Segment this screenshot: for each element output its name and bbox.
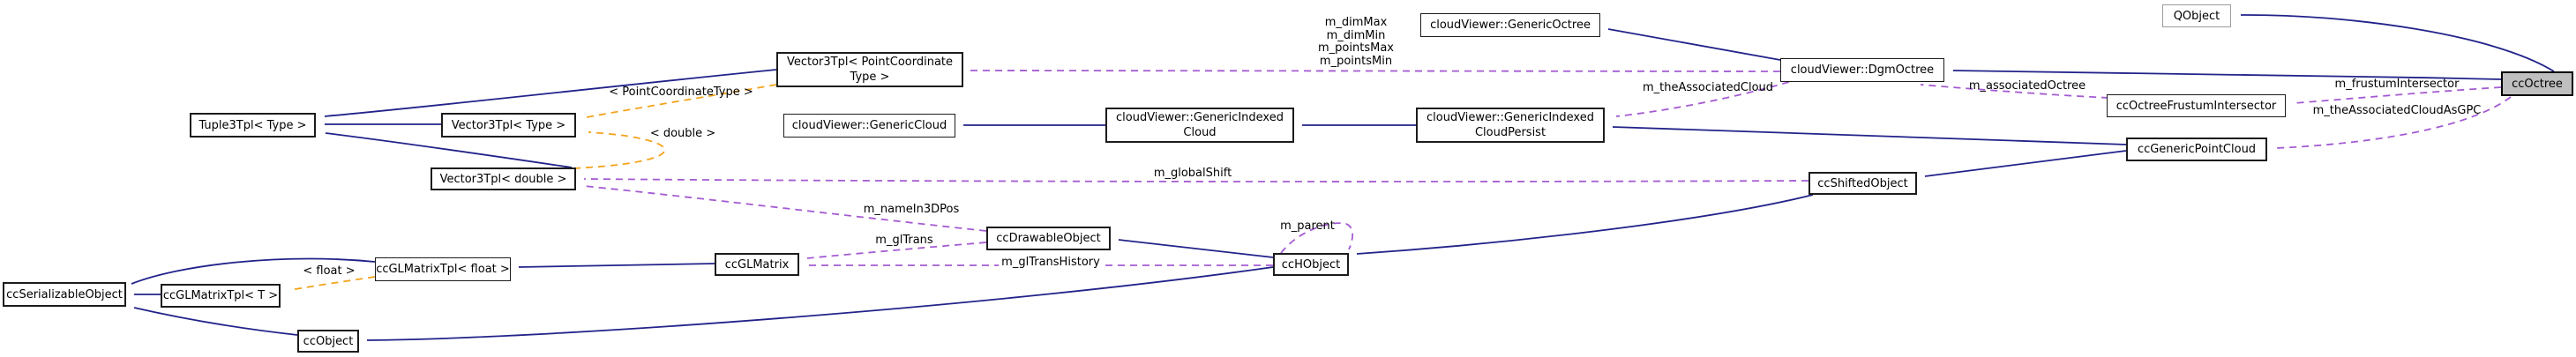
edge-inherit-shifted-hobject: [1356, 194, 1814, 255]
class-node-shifted-object[interactable]: ccShiftedObject: [1808, 172, 1917, 195]
edge-usage-ccoctree-frustum: [2294, 86, 2502, 104]
edge-inherit-hobject-drawable: [1118, 239, 1274, 258]
edge-label-gl-trans: m_glTrans: [875, 234, 933, 247]
class-node-glmatrix[interactable]: ccGLMatrix: [715, 253, 799, 276]
class-node-glmatrixtpl-float[interactable]: ccGLMatrixTpl< float >: [375, 257, 511, 281]
class-node-dgm-octree[interactable]: cloudViewer::DgmOctree: [1780, 58, 1944, 82]
edge-label-frustum-intersector: m_frustumIntersector: [2334, 78, 2460, 91]
edge-label-pct-instance: < PointCoordinateType >: [609, 86, 753, 99]
class-node-vector3tpl-double[interactable]: Vector3Tpl< double >: [431, 167, 576, 190]
edge-usage-dgmoctree-gicloudpersist: [1615, 81, 1790, 117]
edge-usage-shifted-v3double: [583, 178, 1809, 182]
class-node-vector3tpl-type[interactable]: Vector3Tpl< Type >: [441, 113, 576, 138]
class-node-qobject[interactable]: QObject: [2162, 4, 2231, 27]
class-node-ccoctree[interactable]: ccOctree: [2501, 71, 2573, 96]
class-node-drawable-object[interactable]: ccDrawableObject: [986, 227, 1111, 250]
edge-inherit-glmatrixfloat-serializable: [131, 257, 376, 285]
edge-label-the-associated-cloud: m_theAssociatedCloud: [1642, 81, 1774, 94]
class-node-glmatrixtpl-t[interactable]: ccGLMatrixTpl< T >: [161, 284, 281, 308]
edge-label-double-instance: < double >: [649, 127, 716, 140]
edge-label-global-shift: m_globalShift: [1153, 167, 1232, 180]
class-node-tuple3tpl[interactable]: Tuple3Tpl< Type >: [190, 113, 316, 138]
edge-inherit-v3double-tuple3: [325, 132, 573, 168]
edge-inherit-v3pct-tuple3: [324, 69, 777, 117]
edge-usage-hobject-self: [1280, 222, 1354, 254]
edge-usage-ccoctree-gpc: [2275, 96, 2512, 149]
edge-inherit-gpc-shifted: [1924, 150, 2127, 177]
class-node-generic-indexed-cloud-persist[interactable]: cloudViewer::GenericIndexed CloudPersist: [1416, 108, 1605, 143]
edge-label-associated-octree: m_associatedOctree: [1968, 79, 2086, 93]
edge-inherit-ccoctree-qobject: [2240, 14, 2555, 72]
edge-usage-drawable-v3double: [583, 185, 987, 232]
class-node-vector3tpl-pct[interactable]: Vector3Tpl< PointCoordinate Type >: [776, 52, 963, 87]
edge-usage-frustum-dgmoctree: [1920, 84, 2109, 99]
class-node-ccobject[interactable]: ccObject: [297, 330, 359, 353]
edge-inherit-glmatrix-glmatrixfloat: [518, 263, 715, 268]
edge-label-dims: m_dimMax m_dimMin m_pointsMax m_pointsMi…: [1318, 16, 1394, 68]
class-node-generic-cloud[interactable]: cloudViewer::GenericCloud: [783, 114, 955, 138]
edge-usage-drawable-glmatrix: [806, 242, 987, 259]
edge-inherit-ccoctree-dgmoctree: [1952, 70, 2502, 80]
edge-inherit-dgmoctree-genericoctree: [1607, 28, 1781, 61]
class-node-serializable-object[interactable]: ccSerializableObject: [3, 282, 126, 307]
edge-inherit-gpc-gicloudpersist: [1612, 126, 2127, 145]
edge-label-the-associated-cloud-as-gpc: m_theAssociatedCloudAsGPC: [2312, 104, 2482, 117]
edge-template-v3pct-v3type: [586, 84, 777, 118]
edge-label-float-instance: < float >: [303, 264, 356, 278]
class-node-generic-octree[interactable]: cloudViewer::GenericOctree: [1420, 13, 1600, 37]
edge-label-parent: m_parent: [1280, 219, 1335, 233]
edge-template-v3double-v3type: [573, 131, 666, 169]
class-node-hobject[interactable]: ccHObject: [1273, 253, 1349, 276]
class-node-generic-indexed-cloud[interactable]: cloudViewer::GenericIndexed Cloud: [1105, 108, 1294, 143]
edge-label-gl-trans-history: m_glTransHistory: [999, 256, 1103, 270]
class-node-generic-point-cloud[interactable]: ccGenericPointCloud: [2126, 138, 2267, 161]
edge-label-name-in-3d-pos: m_nameIn3DPos: [863, 203, 960, 216]
edge-inherit-ccobject-serializable: [133, 307, 298, 336]
class-node-frustum-intersector[interactable]: ccOctreeFrustumIntersector: [2107, 94, 2286, 117]
edge-inherit-hobject-ccobject: [366, 266, 1274, 341]
edge-template-glmatrixfloat-glmatrixt: [289, 276, 376, 291]
